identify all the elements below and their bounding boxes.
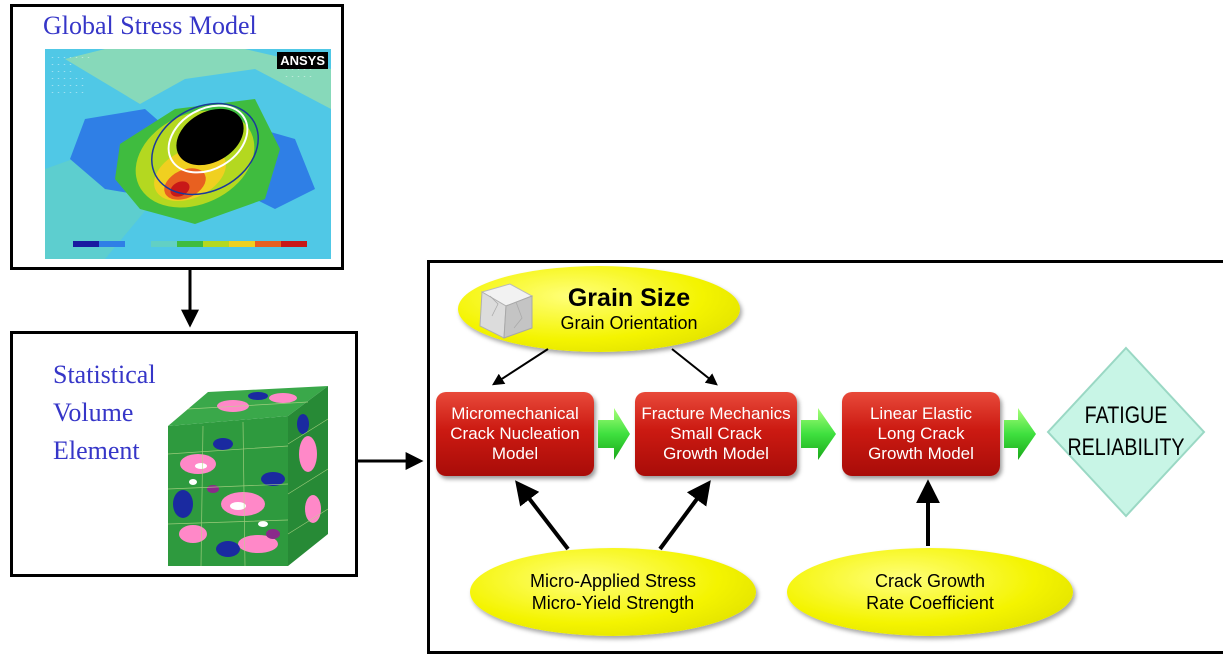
micro-stress-ellipse: Micro-Applied Stress Micro-Yield Strengt… bbox=[470, 548, 756, 636]
long-crack-line1: Linear Elastic bbox=[869, 404, 973, 423]
long-crack-growth-model-box: Linear Elastic Long Crack Growth Model bbox=[842, 392, 1000, 476]
svg-text:- - - -: - - - - bbox=[51, 69, 72, 75]
small-crack-line2: Small Crack bbox=[670, 424, 762, 443]
grain-cube-icon bbox=[476, 274, 538, 342]
sve-panel: Statistical Volume Element bbox=[10, 331, 358, 577]
long-crack-line3: Growth Model bbox=[868, 444, 974, 463]
small-crack-growth-model-box: Fracture Mechanics Small Crack Growth Mo… bbox=[635, 392, 797, 476]
green-arrow-2 bbox=[801, 408, 836, 460]
crack-growth-rate-ellipse: Crack Growth Rate Coefficient bbox=[787, 548, 1073, 636]
crack-nucleation-line3: Model bbox=[491, 444, 539, 463]
crack-growth-label: Crack Growth bbox=[874, 571, 986, 591]
arrow-stress-to-nucleation bbox=[515, 480, 570, 551]
stress-contour-image: - - - - - - -- - - - - - - -- - - - - - … bbox=[45, 49, 331, 259]
sve-title-line2: Volume bbox=[53, 398, 134, 427]
svg-text:- - - - - - -: - - - - - - - bbox=[51, 55, 90, 61]
fatigue-reliability-diamond: FATIGUE RELIABILITY bbox=[1046, 346, 1206, 518]
small-crack-line3: Growth Model bbox=[663, 444, 769, 463]
green-arrow-3 bbox=[1004, 408, 1036, 460]
small-crack-line1: Fracture Mechanics bbox=[641, 404, 791, 423]
grain-orientation-label: Grain Orientation bbox=[560, 313, 698, 333]
arrow-stress-to-small-crack bbox=[658, 480, 711, 551]
svg-text:- - - -: - - - - bbox=[51, 62, 72, 68]
svg-text:- - - - - -: - - - - - - bbox=[51, 76, 84, 82]
sve-title: Statistical Volume Element bbox=[53, 356, 156, 470]
svg-text:- - - - - -: - - - - - - bbox=[51, 83, 84, 89]
crack-nucleation-line2: Crack Nucleation bbox=[450, 424, 580, 443]
sve-title-line3: Element bbox=[53, 436, 140, 465]
green-arrow-1 bbox=[598, 408, 630, 460]
crack-nucleation-model-box: Micromechanical Crack Nucleation Model bbox=[436, 392, 594, 476]
global-stress-title: Global Stress Model bbox=[43, 11, 257, 40]
ansys-logo: ANSYS bbox=[277, 52, 328, 69]
micro-applied-stress-label: Micro-Applied Stress bbox=[529, 571, 697, 591]
fatigue-line1: FATIGUE bbox=[1084, 402, 1168, 429]
svg-text:- - - - -: - - - - - bbox=[285, 67, 312, 73]
rate-coefficient-label: Rate Coefficient bbox=[866, 593, 994, 613]
arrow-grain-to-nucleation bbox=[491, 348, 549, 386]
svg-text:- - - - - -: - - - - - - bbox=[51, 90, 84, 96]
global-stress-panel: Global Stress Model - - - - - - -- - - -… bbox=[10, 4, 344, 270]
long-crack-line2: Long Crack bbox=[877, 424, 965, 443]
crack-nucleation-line1: Micromechanical bbox=[451, 404, 579, 423]
fatigue-line2: RELIABILITY bbox=[1067, 434, 1185, 461]
grain-size-title: Grain Size bbox=[567, 284, 691, 312]
microstructure-cube-image bbox=[163, 384, 343, 570]
sve-title-line1: Statistical bbox=[53, 360, 156, 389]
ansys-logo-text: ANSYS bbox=[280, 53, 325, 68]
micro-yield-strength-label: Micro-Yield Strength bbox=[531, 593, 695, 613]
arrow-grain-to-small-crack bbox=[671, 348, 718, 386]
svg-text:- - - - -: - - - - - bbox=[285, 74, 312, 80]
